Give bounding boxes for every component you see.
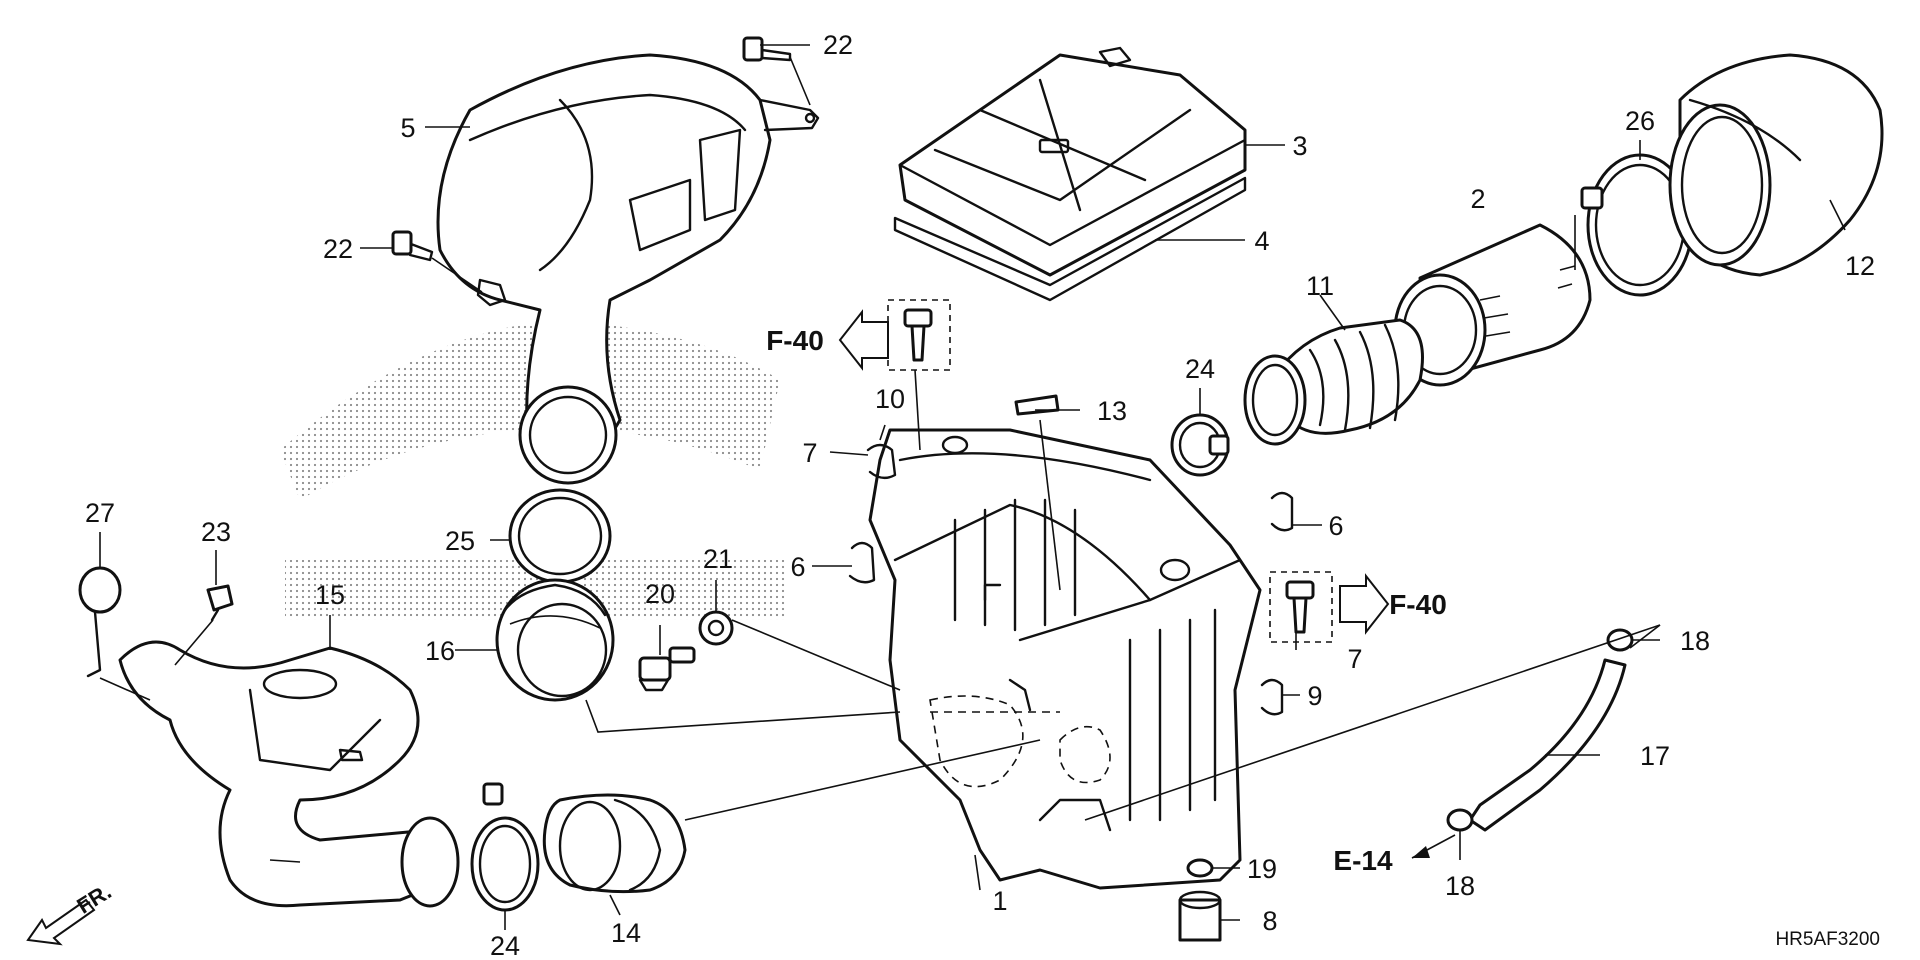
callout-18-upper: 18	[1680, 626, 1710, 656]
callout-9: 9	[1307, 681, 1322, 711]
callout-10: 10	[875, 384, 905, 414]
ref-f40-left: F-40	[766, 325, 824, 356]
clamp-part-27	[78, 566, 122, 678]
clip-part-10	[903, 308, 933, 362]
connecting-tube-part-16	[495, 578, 615, 702]
callout-11: 11	[1306, 271, 1334, 301]
ref-arrow-right	[1339, 573, 1390, 635]
clip-part-6-left	[848, 541, 876, 584]
callout-26: 26	[1625, 106, 1655, 136]
callout-5: 5	[400, 113, 415, 143]
callout-22-left: 22	[323, 234, 353, 264]
drain-tube-part-8	[1178, 890, 1222, 942]
ref-f40-right: F-40	[1389, 589, 1447, 620]
front-arrow-icon	[26, 898, 96, 946]
callout-7-left: 7	[802, 438, 817, 468]
callout-17: 17	[1640, 741, 1670, 771]
gasket-part-4	[893, 176, 1247, 302]
callout-2: 2	[1470, 184, 1485, 214]
upper-intake-duct-part-5	[436, 53, 820, 485]
callout-3: 3	[1292, 131, 1307, 161]
callout-6-right: 6	[1328, 511, 1343, 541]
callout-8: 8	[1262, 906, 1277, 936]
callout-23: 23	[201, 517, 231, 547]
leader-lines	[99, 44, 1846, 930]
ref-arrow-e14	[1411, 834, 1456, 859]
callout-13: 13	[1097, 396, 1127, 426]
tube-part-11	[1243, 318, 1424, 446]
callout-7-right: 7	[1347, 644, 1362, 674]
callout-18-lower: 18	[1445, 871, 1475, 901]
clip-part-6-right	[1270, 491, 1294, 532]
diagram-code: HR5AF3200	[1775, 929, 1880, 950]
callout-16: 16	[425, 636, 455, 666]
sensor-part-20	[638, 646, 696, 692]
callout-4: 4	[1254, 226, 1269, 256]
air-filter-element-part-2	[1393, 223, 1592, 387]
callout-6-left: 6	[790, 552, 805, 582]
callout-24-lower: 24	[490, 931, 520, 960]
clip-part-7-right	[1285, 580, 1315, 634]
callout-19: 19	[1247, 854, 1277, 884]
callout-14: 14	[611, 918, 641, 948]
ref-arrow-left	[838, 309, 889, 371]
pre-filter-cover-part-12	[1668, 53, 1884, 277]
clip-part-23	[206, 584, 234, 622]
plug-part-19	[1186, 858, 1214, 878]
callout-1: 1	[992, 886, 1007, 916]
lower-intake-duct-part-15	[118, 640, 460, 908]
clip-part-7-left	[866, 443, 897, 480]
band-part-24-upper	[1170, 413, 1230, 477]
air-cleaner-case-part-1	[868, 428, 1262, 890]
callout-27: 27	[85, 498, 115, 528]
bolt-part-22-left	[391, 230, 483, 293]
callout-24-upper: 24	[1185, 354, 1215, 384]
bolt-part-22-top	[742, 36, 811, 106]
joint-part-14	[542, 793, 687, 894]
callout-20: 20	[645, 579, 675, 609]
ref-e14: E-14	[1333, 845, 1393, 876]
cover-part-3	[898, 46, 1247, 277]
label-part-13	[1014, 394, 1060, 416]
band-part-25	[508, 488, 612, 584]
connection-lines	[99, 619, 1661, 821]
grommet-part-21	[698, 610, 734, 646]
callout-22-top: 22	[823, 30, 853, 60]
hose-part-17	[1468, 658, 1627, 832]
clip-part-9	[1260, 678, 1284, 716]
band-part-24-lower	[470, 782, 540, 912]
callout-15: 15	[315, 580, 345, 610]
callout-21: 21	[703, 544, 733, 574]
callout-12: 12	[1845, 251, 1875, 281]
clip-part-18-lower	[1446, 808, 1474, 832]
callout-25: 25	[445, 526, 475, 556]
clip-part-18-upper	[1606, 628, 1634, 652]
